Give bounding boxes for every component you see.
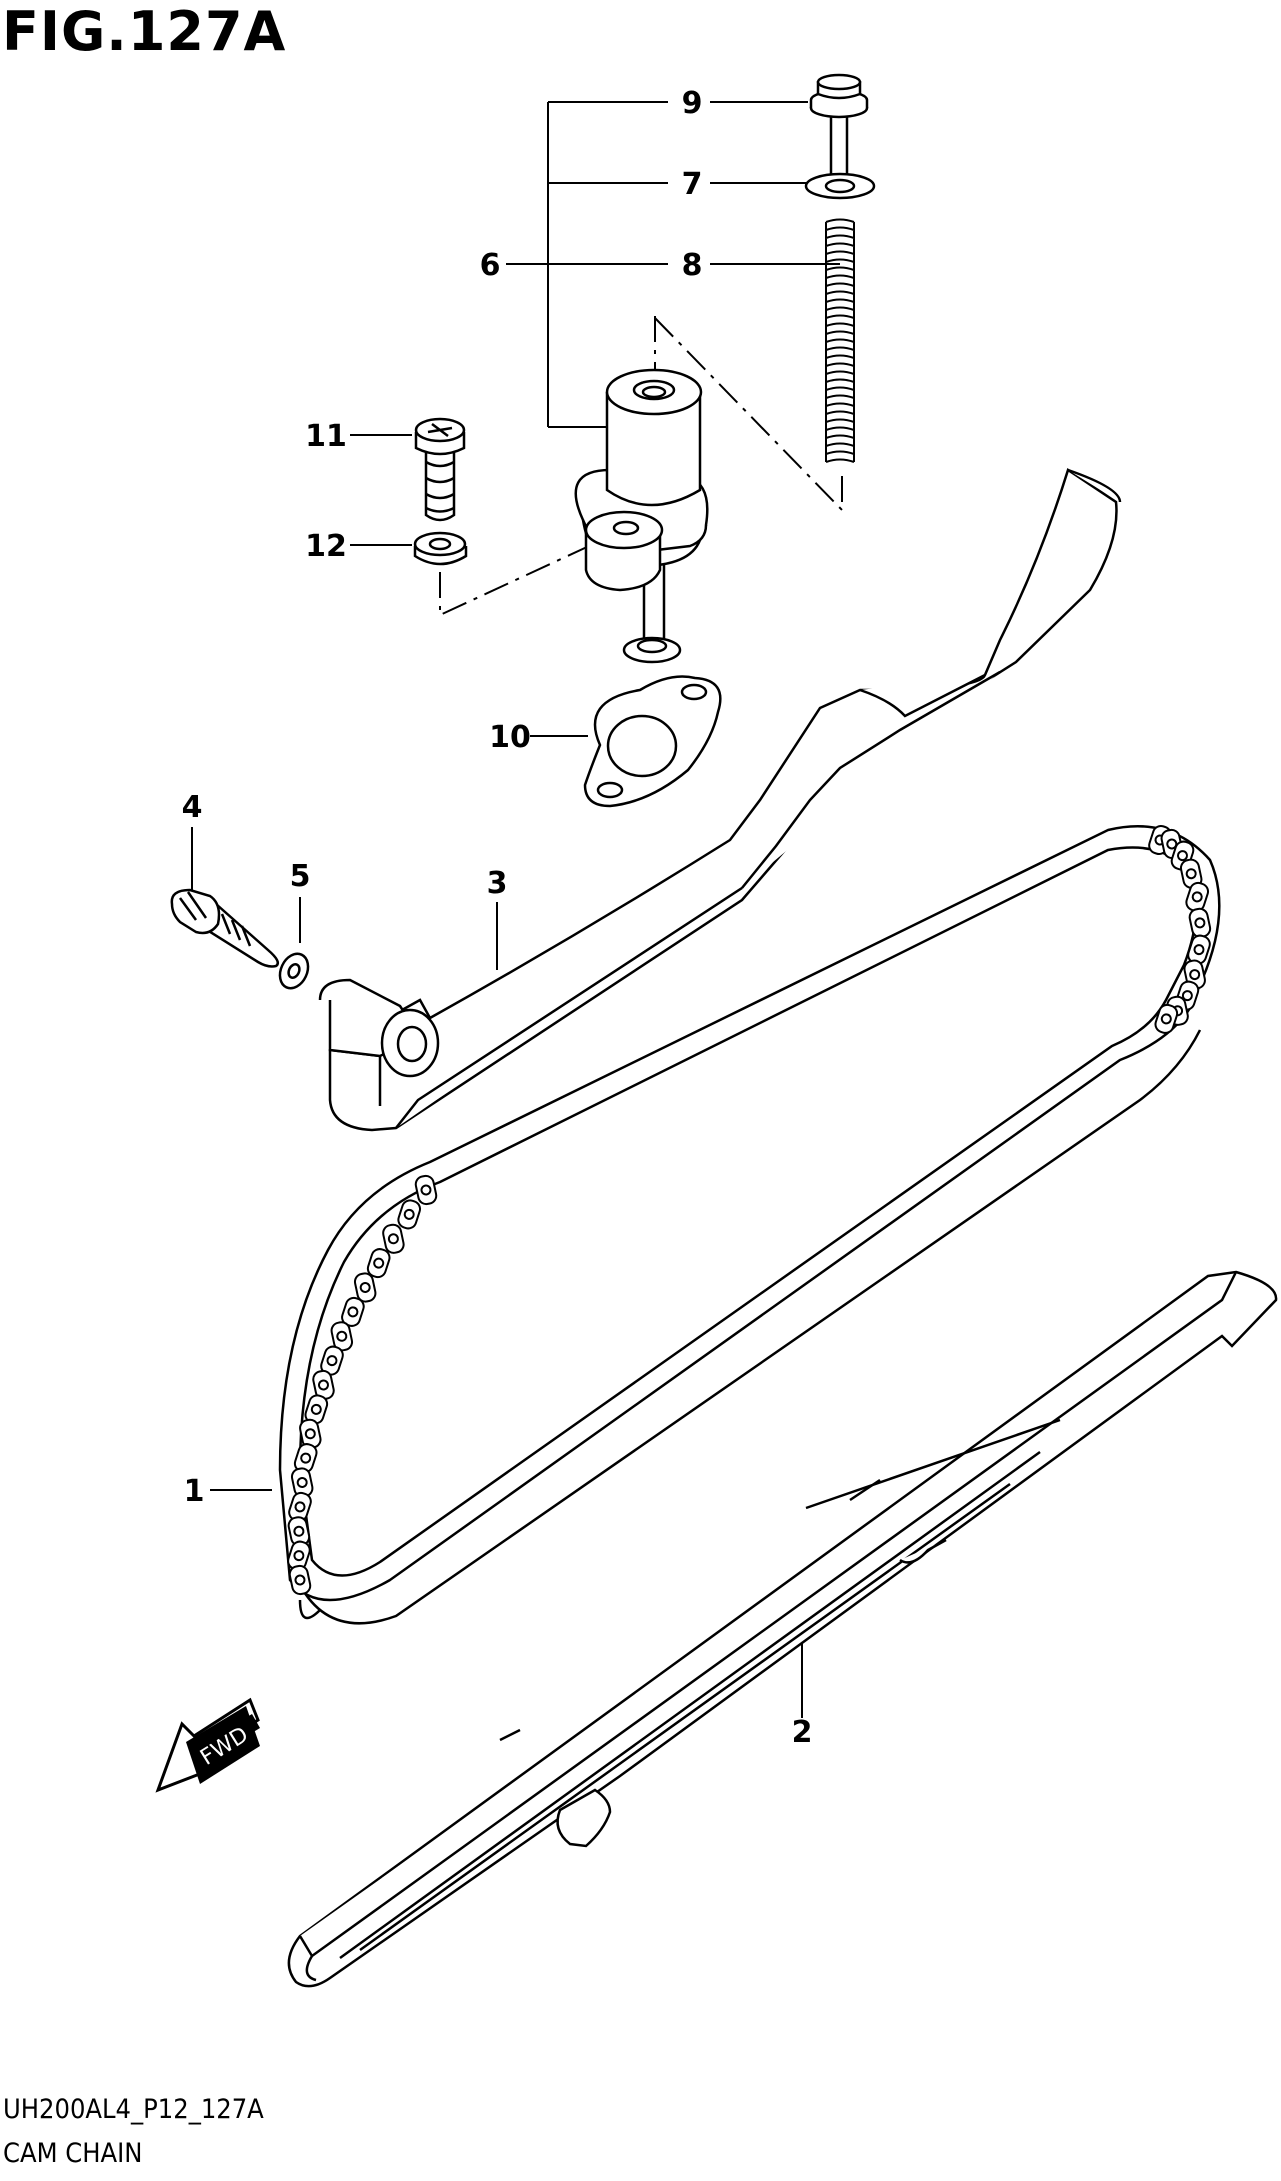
callout-11: 11: [305, 419, 347, 454]
figure-title: FIG.127A: [2, 0, 287, 63]
part-11-screw: [416, 419, 464, 520]
chain-link: [287, 1563, 313, 1597]
figure-caption: CAM CHAIN: [3, 2138, 143, 2169]
chain-link: [413, 1173, 439, 1207]
callout-3: 3: [487, 866, 508, 901]
spring-coils: [826, 220, 854, 463]
callout-2: 2: [792, 1715, 813, 1750]
callout-5: 5: [290, 859, 311, 894]
part-1-chain-links: [285, 822, 1213, 1597]
callout-9: 9: [682, 86, 703, 121]
chain-link: [1152, 1001, 1181, 1036]
part-8-spring: [826, 220, 854, 463]
drawing-code: UH200AL4_P12_127A: [3, 2094, 264, 2125]
callout-7: 7: [682, 167, 703, 202]
callout-10: 10: [489, 720, 531, 755]
leader-lines: [191, 101, 840, 1718]
callout-4: 4: [182, 790, 203, 825]
part-7-washer: [806, 174, 874, 198]
part-3-tensioner-guide: [320, 470, 1120, 1130]
callout-numbers: 9 7 8 6 11 12 10 4 5 3 1 2: [182, 86, 813, 1750]
callout-12: 12: [305, 529, 347, 564]
part-6-tensioner-adjuster: [576, 370, 708, 662]
part-5-washer: [275, 949, 314, 993]
forward-direction-arrow: FWD: [155, 1697, 260, 1793]
part-9-bolt: [811, 75, 867, 186]
callout-8: 8: [682, 248, 703, 283]
callout-1: 1: [184, 1474, 205, 1509]
part-10-gasket: [585, 677, 720, 807]
part-4-bolt: [172, 890, 278, 967]
part-12-washer: [415, 533, 466, 564]
part-1-cam-chain: [280, 826, 1219, 1623]
alignment-lines: [439, 316, 843, 617]
callout-6: 6: [480, 248, 501, 283]
part-2-chain-guide: [289, 1272, 1276, 1986]
chain-link: [1187, 906, 1213, 940]
